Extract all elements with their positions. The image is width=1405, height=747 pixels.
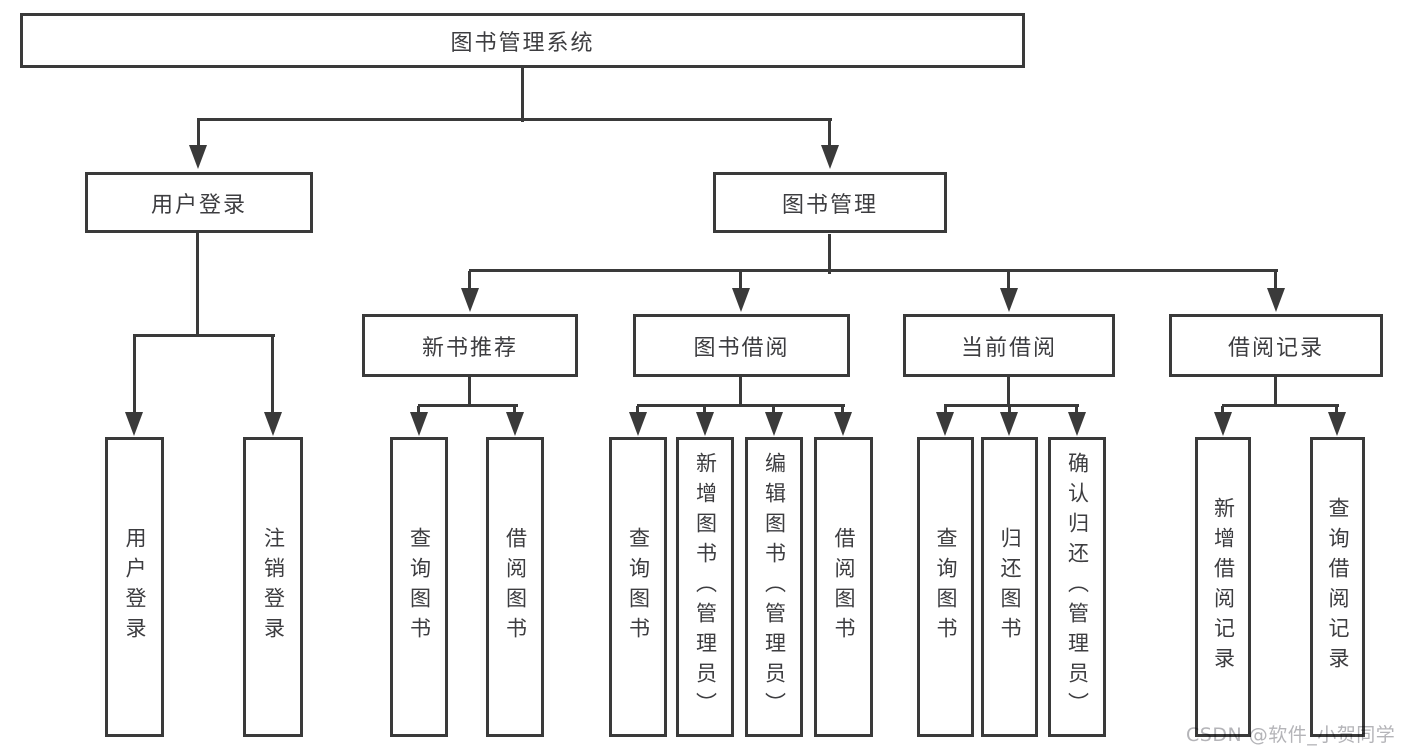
node-root: 图书管理系统 (20, 13, 1025, 68)
edge-line (1274, 271, 1277, 291)
node-borrowing-records-label: 借阅记录 (1227, 335, 1324, 361)
node-query-books-recommend-label: 查询图书 (407, 527, 432, 647)
node-logout-leaf: 注销登录 (243, 437, 303, 737)
node-query-borrow-record-label: 查询借阅记录 (1326, 497, 1350, 677)
node-query-books-borrowing: 查询图书 (609, 437, 667, 737)
node-add-borrow-record: 新增借阅记录 (1195, 437, 1251, 737)
edge-line (944, 404, 1079, 407)
node-query-books-current-label: 查询图书 (934, 527, 958, 647)
edge-line (1007, 271, 1010, 291)
edge-line (944, 406, 947, 415)
arrow-down-icon (629, 412, 647, 436)
node-edit-book-admin-label: 编辑图书（管理员） (762, 452, 787, 722)
arrow-down-icon (125, 412, 143, 436)
node-book-management: 图书管理 (713, 172, 947, 233)
arrow-down-icon (1267, 288, 1285, 312)
edge-line (513, 406, 516, 415)
edge-line (739, 376, 742, 407)
edge-line (133, 336, 136, 414)
edge-line (739, 271, 742, 291)
arrow-down-icon (1000, 288, 1018, 312)
node-edit-book-admin: 编辑图书（管理员） (745, 437, 803, 737)
edge-line (417, 406, 420, 415)
csdn-watermark: CSDN @软件_小贺同学 (1186, 724, 1396, 746)
node-borrowing-records: 借阅记录 (1169, 314, 1383, 377)
arrow-down-icon (765, 412, 783, 436)
edge-line (1221, 406, 1224, 415)
edge-line (271, 336, 274, 414)
edge-line (1075, 406, 1078, 415)
node-book-borrowing-label: 图书借阅 (693, 335, 790, 361)
edge-line (772, 406, 775, 415)
arrow-down-icon (696, 412, 714, 436)
edge-line (197, 118, 832, 121)
node-add-borrow-record-label: 新增借阅记录 (1211, 497, 1236, 677)
arrow-down-icon (264, 412, 282, 436)
edge-line (133, 334, 275, 337)
edge-line (1008, 406, 1011, 415)
arrow-down-icon (506, 412, 524, 436)
node-new-book-recommendation-label: 新书推荐 (421, 335, 518, 361)
node-root-label: 图书管理系统 (450, 30, 595, 56)
edge-line (418, 404, 518, 407)
node-borrow-books-borrowing: 借阅图书 (814, 437, 873, 737)
node-return-book-label: 归还图书 (998, 527, 1022, 647)
arrow-down-icon (1000, 412, 1018, 436)
edge-line (828, 120, 831, 147)
arrow-down-icon (189, 145, 207, 169)
arrow-down-icon (834, 412, 852, 436)
arrow-down-icon (732, 288, 750, 312)
edge-line (1274, 376, 1277, 407)
node-borrow-books-borrowing-label: 借阅图书 (832, 527, 856, 647)
node-confirm-return-admin-label: 确认归还（管理员） (1065, 452, 1090, 722)
edge-line (468, 376, 471, 407)
arrow-down-icon (936, 412, 954, 436)
arrow-down-icon (1214, 412, 1232, 436)
node-user-login-leaf-label: 用户登录 (123, 527, 147, 647)
node-current-borrowing-label: 当前借阅 (960, 335, 1057, 361)
node-user-login: 用户登录 (85, 172, 313, 233)
edge-line (1335, 406, 1338, 415)
node-query-books-current: 查询图书 (917, 437, 974, 737)
edge-line (196, 233, 199, 337)
node-book-borrowing: 图书借阅 (633, 314, 850, 377)
node-add-book-admin-label: 新增图书（管理员） (693, 452, 718, 722)
node-confirm-return-admin: 确认归还（管理员） (1048, 437, 1106, 737)
edge-line (828, 234, 831, 274)
node-add-book-admin: 新增图书（管理员） (676, 437, 734, 737)
edge-line (703, 406, 706, 415)
arrow-down-icon (1068, 412, 1086, 436)
edge-line (469, 269, 1278, 272)
edge-line (197, 120, 200, 147)
arrow-down-icon (821, 145, 839, 169)
node-query-books-recommend: 查询图书 (390, 437, 448, 737)
node-logout-leaf-label: 注销登录 (261, 527, 286, 647)
node-user-login-leaf: 用户登录 (105, 437, 164, 737)
node-return-book: 归还图书 (981, 437, 1038, 737)
edge-line (637, 404, 845, 407)
node-borrow-books-recommend: 借阅图书 (486, 437, 544, 737)
node-borrow-books-recommend-label: 借阅图书 (503, 527, 528, 647)
node-book-management-label: 图书管理 (781, 192, 878, 218)
node-new-book-recommendation: 新书推荐 (362, 314, 578, 377)
arrow-down-icon (461, 288, 479, 312)
edge-line (468, 271, 471, 291)
edge-line (841, 406, 844, 415)
edge-line (636, 406, 639, 415)
arrow-down-icon (410, 412, 428, 436)
node-current-borrowing: 当前借阅 (903, 314, 1115, 377)
node-query-borrow-record: 查询借阅记录 (1310, 437, 1365, 737)
arrow-down-icon (1328, 412, 1346, 436)
edge-line (521, 68, 524, 122)
edge-line (1007, 376, 1010, 407)
node-query-books-borrowing-label: 查询图书 (626, 527, 651, 647)
edge-line (1222, 404, 1339, 407)
node-user-login-label: 用户登录 (150, 192, 247, 218)
